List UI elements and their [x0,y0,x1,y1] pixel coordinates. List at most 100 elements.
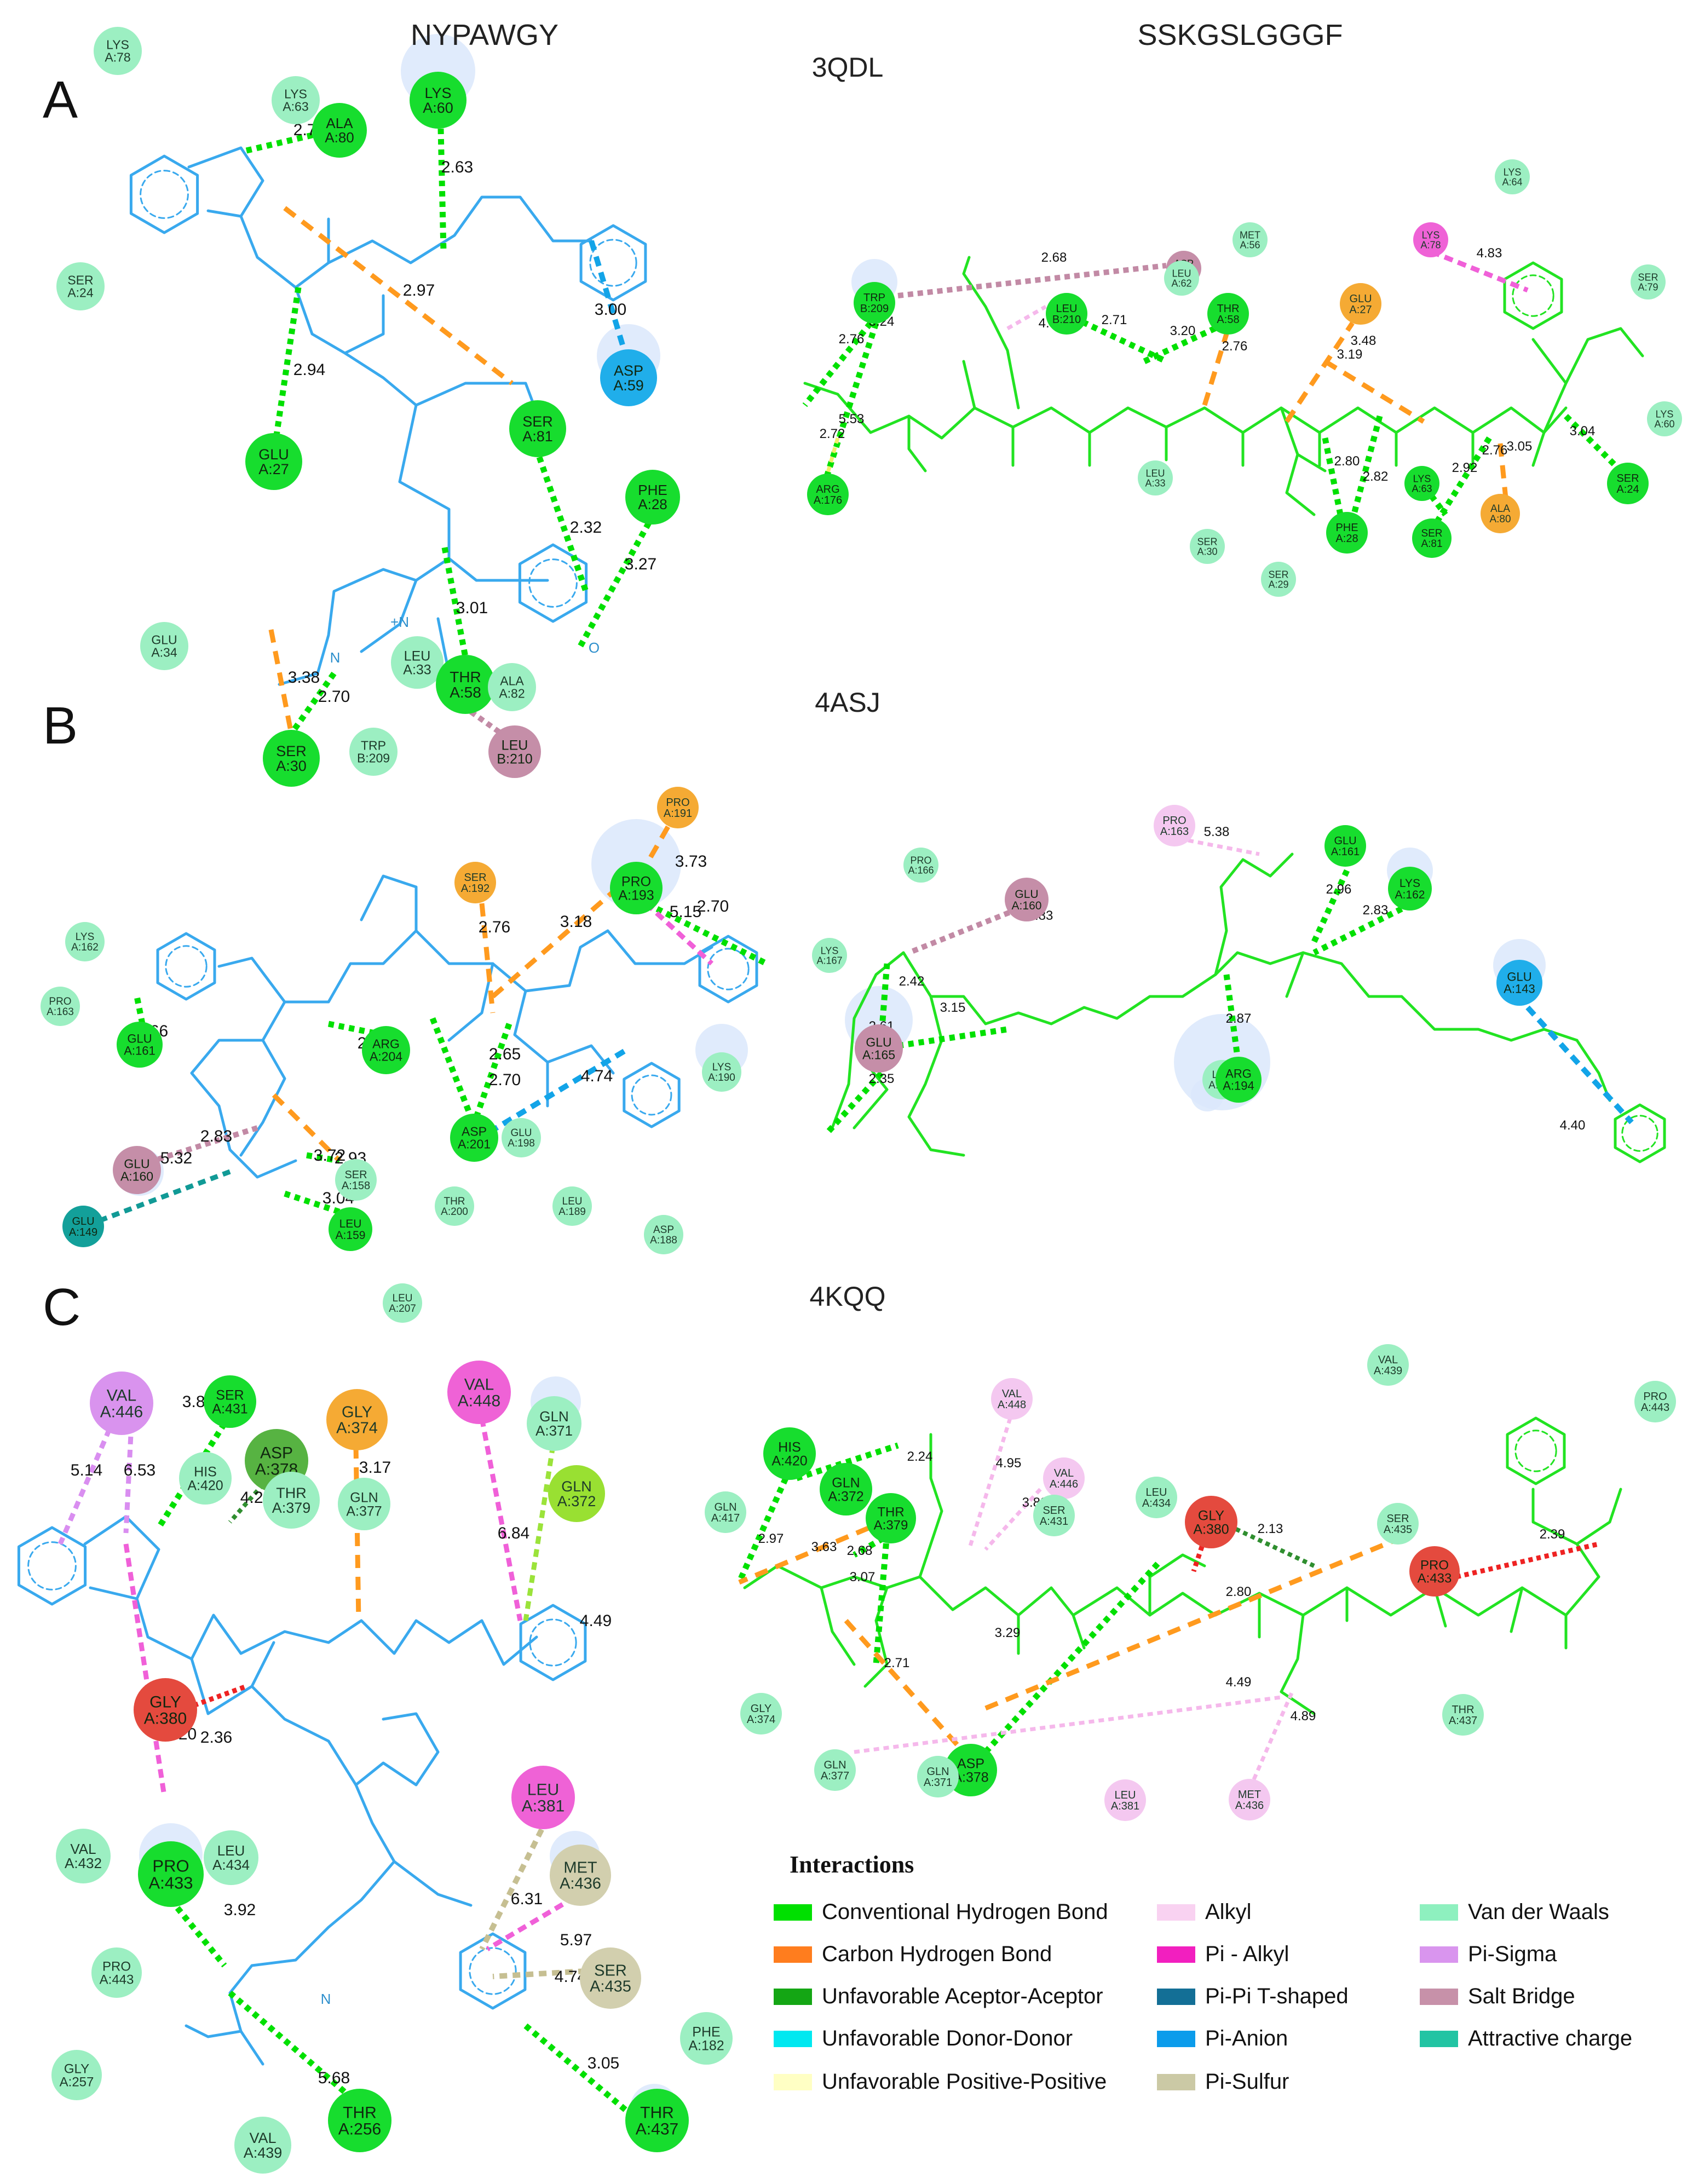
residue-id: A:33 [403,662,431,677]
interaction-line-hb [473,1023,512,1118]
ligand-a-right-backbone [803,382,1568,440]
residue-id: B:209 [860,303,889,315]
interaction-line-py [825,437,840,477]
residue-name: LYS [1422,229,1440,240]
interaction-line-pal [479,1417,523,1621]
residue-id: A:371 [924,1777,952,1789]
residue-name: TRP [863,292,885,304]
atom-label: N [321,1991,331,2007]
residue-name: VAL [464,1376,494,1394]
residue-id: A:159 [336,1229,366,1242]
legend-label: Conventional Hydrogen Bond [822,1900,1108,1924]
residue-name: LEU [502,737,528,753]
residue-id: A:78 [105,50,130,65]
residue-node-circle [1229,1779,1270,1820]
residue-name: PRO [1162,815,1186,827]
residue-name: GLN [539,1408,568,1425]
residue-id: A:176 [814,494,842,506]
legend-item: Pi-Anion [1157,2026,1288,2051]
distance-label-b-right: 5.38 [1204,825,1230,839]
residue-node-circle [435,1186,474,1226]
residue-name: LYS [821,945,839,956]
residue-node-circle [511,1766,575,1829]
residue-id: A:189 [558,1206,586,1218]
residue-id: A:158 [342,1180,370,1192]
residue-node-circle [1033,1495,1075,1536]
residue-node-circle [1154,805,1195,846]
ligand-c-chain-1 [83,1515,538,1666]
residue-name: SER [464,872,486,884]
residue-node-circle [1046,293,1087,335]
residue-id: A:188 [650,1235,677,1246]
residue-node-circle [1261,562,1296,597]
residue-node-circle [204,1375,256,1428]
residue-name: SER [1268,569,1288,580]
distance-label-a-right: 2.68 [1041,250,1067,265]
residue-name: ALA [500,674,524,688]
residue-id: A:60 [1654,418,1674,429]
residue-name: GLU [1015,888,1038,901]
ligand-b-ring-1 [156,932,216,1001]
ligand-c-chain-2 [190,1641,440,1787]
interaction-line-ch [268,629,294,734]
distance-label-a-right: 2.76 [1482,443,1508,458]
residue-id: A:182 [688,2038,724,2053]
residue-id: A:29 [1268,579,1288,590]
residue-node-circle [1185,1496,1237,1548]
residue-id: A:374 [747,1714,775,1726]
residue-id: A:34 [151,646,177,660]
residue-node-circle [1324,825,1366,867]
interaction-line-al [1006,304,1047,331]
legend-swatch [774,1904,812,1921]
residue-id: A:165 [862,1048,895,1062]
distance-label-a-left: 2.63 [441,158,473,176]
residue-node-circle [1412,518,1452,558]
interaction-line-sb [897,263,1167,298]
interaction-line-sf [479,1816,550,1951]
residue-id: A:79 [1638,281,1658,292]
residue-name: LYS [284,87,307,101]
legend-label: Pi-Anion [1205,2026,1288,2050]
distance-label-a-left: 3.01 [456,599,488,617]
legend-swatch [774,1988,812,2005]
residue-name: LYS [76,931,95,943]
residue-id: A:448 [998,1399,1026,1411]
residue-id: A:30 [276,758,307,774]
ligand-c-right-branches [820,1433,1568,1715]
atom-label: O [589,639,600,656]
residue-id: A:160 [1012,900,1042,912]
residue-node-circle [552,1186,592,1226]
residue-id: A:434 [1142,1497,1171,1509]
residue-node-circle [338,1478,390,1530]
interaction-line-hb [824,1071,884,1136]
interaction-line-ch [1285,321,1355,423]
residue-name: VAL [249,2130,276,2146]
distance-label-c-right: 4.89 [1291,1709,1316,1724]
residue-node-circle [1104,1779,1146,1821]
distance-label-c-right: 2.80 [1226,1584,1252,1599]
residue-node-circle [113,1146,161,1194]
residue-node-circle [527,1396,581,1451]
interaction-line-ps [123,1423,134,1534]
interaction-line-ch [283,206,514,385]
residue-node-circle [454,862,496,903]
residue-id: A:437 [1449,1715,1477,1727]
ligand-a-right-branches [907,360,1546,472]
residue-node-circle [1647,401,1682,436]
ligand-b-chain-3 [190,1039,297,1179]
residue-name: ASP [614,362,643,379]
distance-label-b-left: 2.65 [489,1045,521,1063]
distance-label-c-right: 4.95 [996,1456,1022,1471]
interaction-line-al [967,1417,1012,1551]
